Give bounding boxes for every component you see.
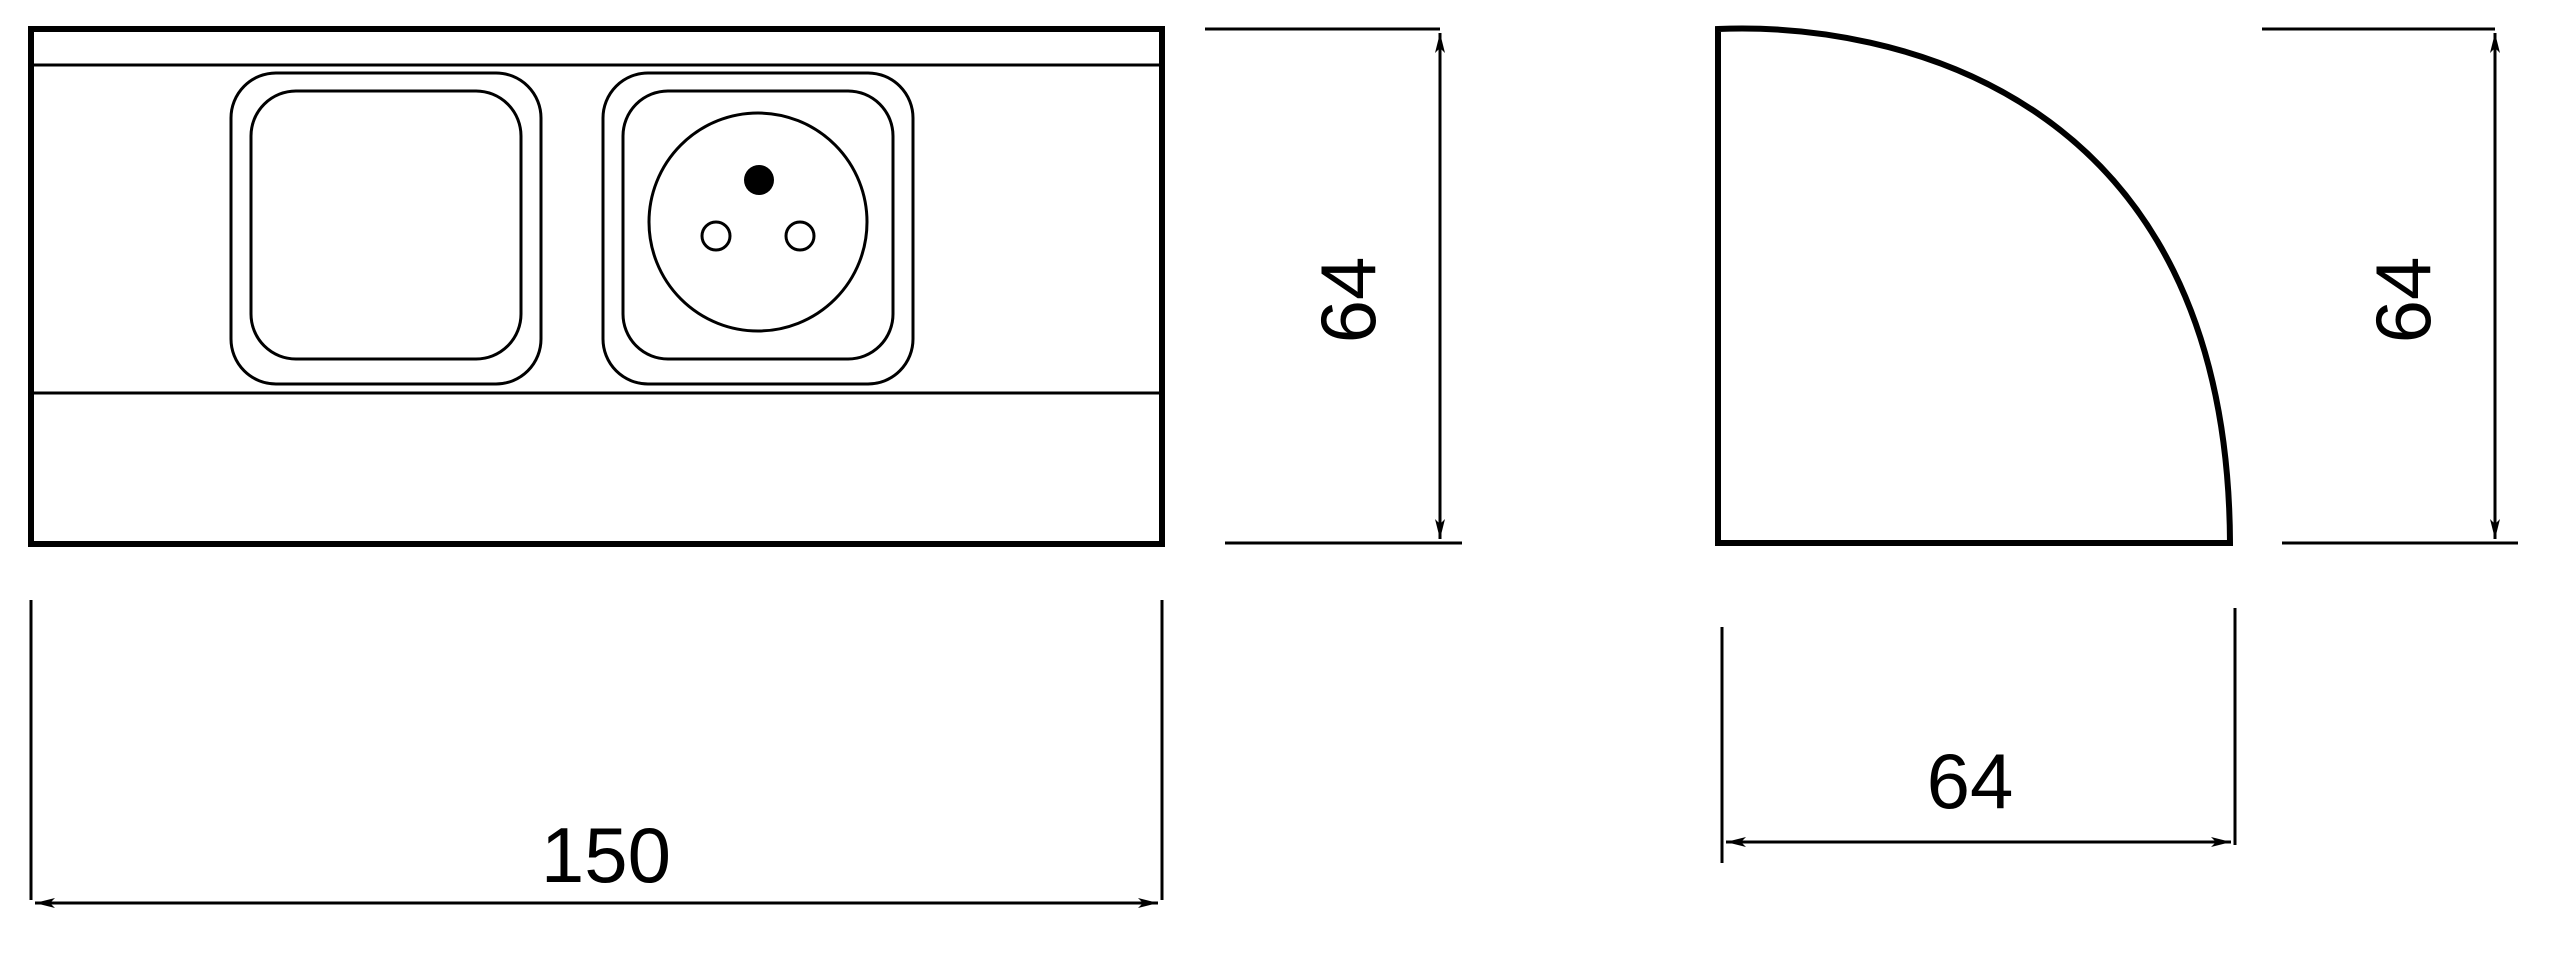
socket-earth-pin [744,165,774,195]
side-width-dimension: 64 [1720,608,2237,863]
socket-left-hole [700,220,732,252]
power-socket-icon [601,71,915,386]
side-height-label: 64 [2359,257,2447,344]
side-height-dimension: 64 [2262,27,2518,545]
side-profile-outline [1715,25,2234,546]
front-height-dimension: 64 [1205,27,1462,545]
front-width-label: 150 [541,811,671,899]
front-view: 64 150 [28,26,1462,908]
front-height-label: 64 [1304,257,1392,344]
front-width-dimension: 150 [29,600,1164,908]
side-width-label: 64 [1927,737,2014,825]
socket-right-hole [784,220,816,252]
socket-face [647,111,869,333]
switch-module-icon [229,71,543,386]
side-view: 64 64 [1715,25,2518,863]
front-view-outline [28,26,1165,547]
